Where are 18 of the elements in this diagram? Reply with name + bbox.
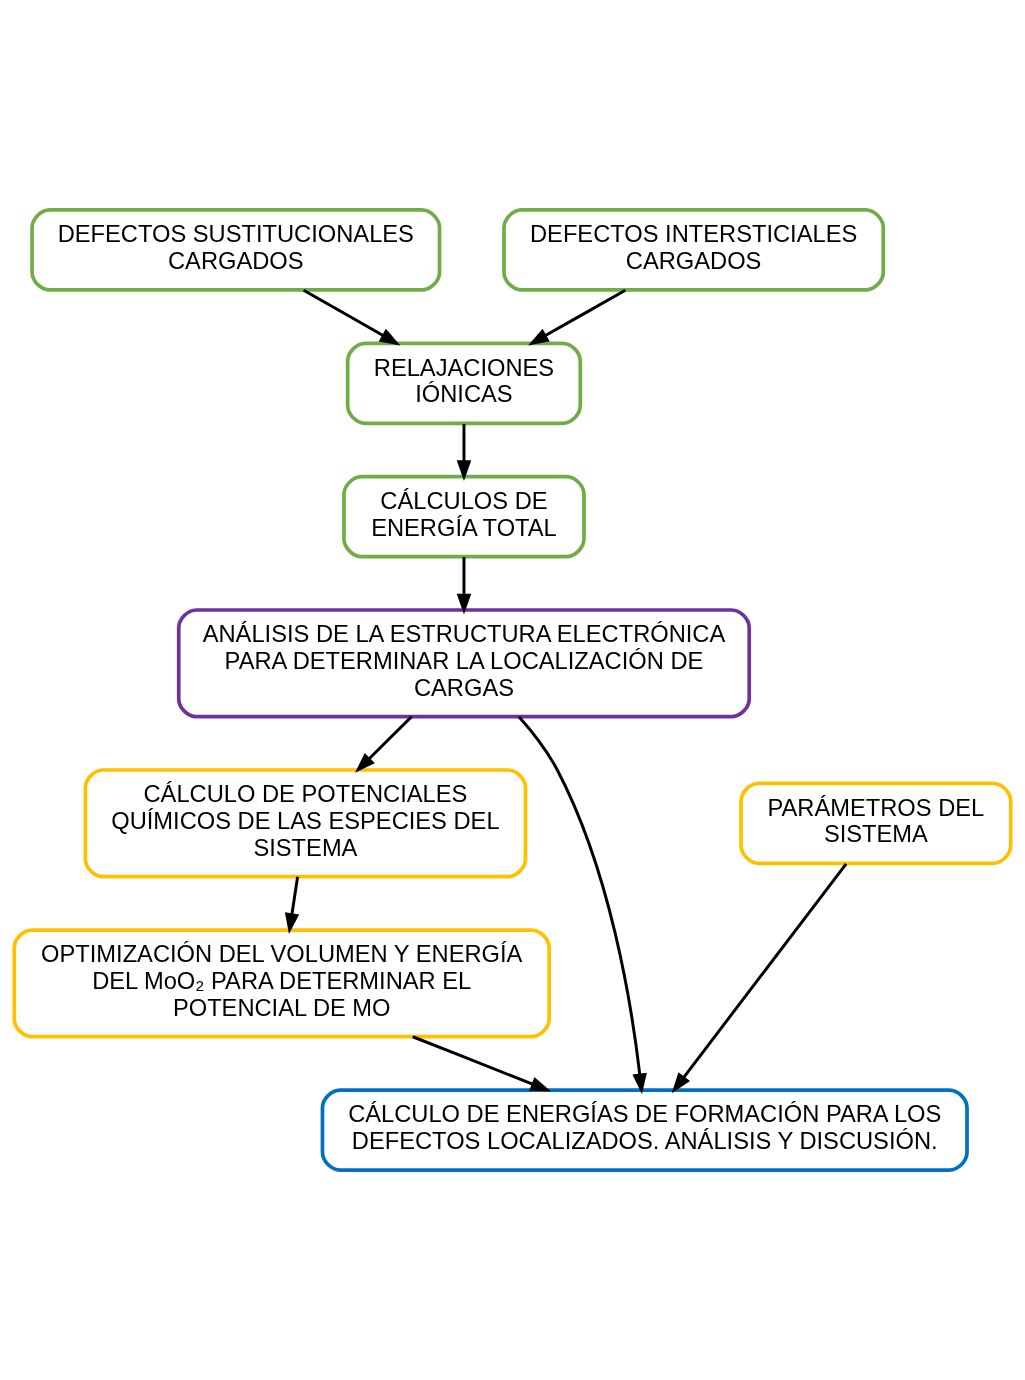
- arrow: [456, 557, 472, 615]
- arrow: [355, 715, 413, 773]
- node-box: CÁLCULO DE POTENCIALES QUÍMICOS DE LAS ESPECIES DEL SISTEMA: [83, 768, 528, 879]
- node-box: PARÁMETROS DEL SISTEMA: [739, 781, 1013, 866]
- arrow: [671, 863, 848, 1094]
- arrow: [284, 876, 300, 934]
- arrow: [528, 288, 627, 346]
- node-box: CÁLCULOS DE ENERGÍA TOTAL: [342, 474, 586, 559]
- node-box: DEFECTOS INTERSTICIALES CARGADOS: [502, 208, 886, 292]
- arrow: [517, 715, 647, 1095]
- node-box: CÁLCULO DE ENERGÍAS DE FORMACIÓN PARA LOS DEFECTOS LOCALIZADOS. ANÁLISIS Y DISCUSIÓN.: [320, 1088, 969, 1172]
- arrow: [412, 1035, 552, 1092]
- arrow: [302, 288, 401, 346]
- arrow: [456, 423, 472, 481]
- node-box: DEFECTOS SUSTITUCIONALES CARGADOS: [30, 208, 442, 292]
- node-box: ANÁLISIS DE LA ESTRUCTURA ELECTRÓNICA PARA DETERMINAR LA LOCALIZACIÓN DE CARGAS: [176, 608, 752, 719]
- node-box: RELAJACIONES IÓNICAS: [345, 341, 583, 426]
- node-box: OPTIMIZACIÓN DEL VOLUMEN Y ENERGÍA DEL MoO₂ PARA DETERMINAR EL POTENCIAL DE MO: [12, 928, 551, 1039]
